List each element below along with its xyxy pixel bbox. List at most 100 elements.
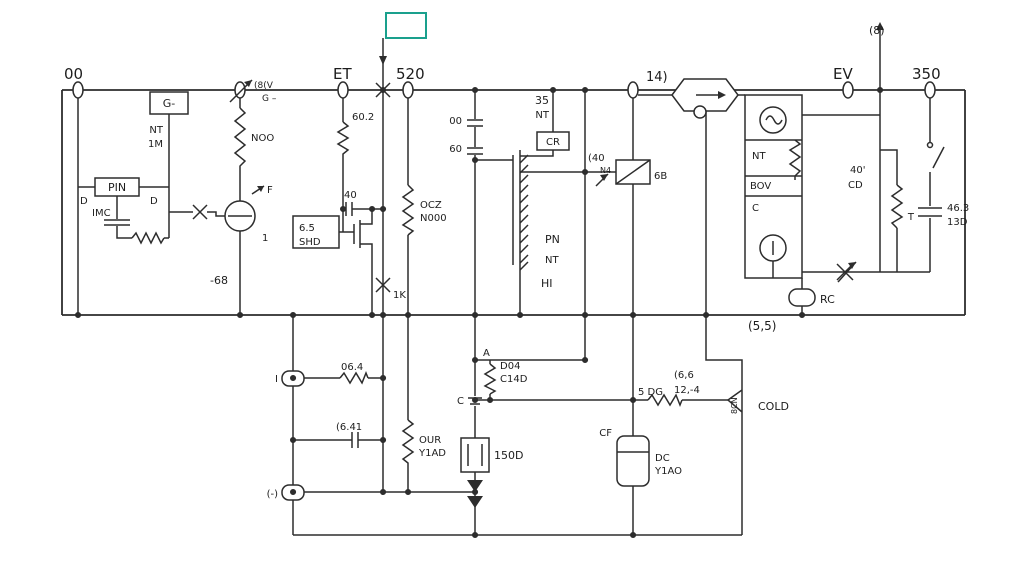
label-1m: 1M (148, 139, 163, 150)
label-d-right: D (150, 196, 158, 207)
label-cr: CR (546, 137, 560, 148)
label-f: F (267, 185, 273, 196)
resistor-our (401, 419, 415, 465)
resistor-noo (233, 107, 247, 172)
relay-diagonal (615, 159, 651, 185)
label-a: A (483, 348, 490, 359)
terminal-group (72, 81, 936, 99)
label-pin: PIN (108, 181, 126, 194)
label-8v: (8(V (254, 81, 274, 91)
label-602: 60.2 (352, 112, 374, 123)
label-p60: 60 (449, 144, 462, 155)
label-nt-right: NT (752, 151, 766, 162)
label-t: T (907, 212, 915, 223)
switch-pivot (926, 141, 934, 149)
shd-box (292, 215, 340, 249)
label-nt-mid: NT (535, 110, 549, 121)
label-imc: IMC (92, 208, 111, 219)
label-350: 350 (912, 65, 941, 83)
diode-symbols (467, 480, 483, 508)
label-641: (6.41 (336, 422, 362, 433)
terminal-oval (72, 81, 84, 99)
right-module-dividers (745, 139, 802, 197)
label-bov: BOV (750, 181, 771, 192)
resistor-d04 (483, 363, 497, 395)
terminal-oval (627, 81, 639, 99)
label-40cap: 40 (344, 190, 357, 201)
label-rc: RC (820, 293, 835, 306)
label-d04: D04 (500, 361, 520, 372)
label-c-low: C (457, 396, 464, 407)
label-064: 06.4 (341, 362, 363, 373)
label-one: 1 (262, 233, 268, 244)
pin-box (94, 177, 140, 197)
resistor-ocz (401, 184, 415, 236)
label-gdash: G – (262, 94, 277, 104)
resistor-064 (339, 370, 369, 385)
label-463: 46.3 (947, 203, 969, 214)
terminal-oval (924, 81, 936, 99)
resistor-right (890, 184, 904, 229)
label-neg: (-) (267, 489, 279, 500)
label-520: 520 (396, 65, 425, 83)
label-13d: 13D (947, 217, 968, 228)
terminal-oval (337, 81, 349, 99)
electrolytic-cap (616, 435, 650, 487)
label-cold: COLD (758, 400, 789, 413)
label-124: 12,-4 (674, 385, 700, 396)
right-module-box (744, 94, 803, 279)
rc-box (788, 288, 816, 307)
terminal-oval (402, 81, 414, 99)
misc-symbols (192, 22, 945, 508)
label-pn: PN (545, 233, 560, 246)
label-dc: DC (655, 453, 670, 464)
label-y1ao: Y1AO (654, 466, 682, 477)
label-nt2: NT (545, 255, 559, 266)
label-65: 6.5 (299, 223, 315, 234)
label-n4: N4 (600, 166, 611, 175)
cap-150d-inner (467, 444, 483, 466)
label-neg68: -68 (210, 274, 228, 287)
label-nt-left: NT (149, 125, 163, 136)
label-55: (5,5) (748, 319, 776, 333)
label-8: (8) (869, 24, 885, 37)
label-et: ET (333, 65, 352, 83)
label-i: I (275, 374, 278, 385)
label-8cn: 8CN (730, 397, 739, 414)
junction-dots (75, 87, 884, 538)
cold-bracket (727, 383, 743, 428)
highlight-box (385, 12, 427, 39)
label-6b: 6B (654, 171, 667, 182)
meter-circle-top (759, 106, 787, 134)
label-c14d: C14D (500, 374, 528, 385)
label-cd: CD (848, 180, 863, 191)
cr-box (536, 131, 570, 151)
label-y1ad: Y1AD (418, 448, 446, 459)
label-hi: HI (541, 277, 553, 290)
label-ev: EV (833, 65, 853, 83)
label-ocz: OCZ (420, 200, 442, 211)
label-5dg: 5 DG (638, 387, 663, 398)
label-66: (6,6 (674, 370, 694, 381)
label-cf: CF (599, 428, 612, 439)
resistor-group (131, 107, 904, 465)
meter-circle-top-sine (765, 115, 783, 125)
label-g: G- (163, 97, 176, 110)
label-group: 00 ET 520 14) EV 350 (8) G- NT 1M PIN IM… (64, 24, 969, 500)
label-150d: 150D (494, 449, 523, 462)
label-p00: 00 (449, 116, 462, 127)
label-35: 35 (535, 94, 549, 107)
label-shd: SHD (299, 237, 321, 248)
cap-150d-box (460, 437, 490, 473)
label-40q: 40' (850, 165, 865, 176)
label-14: 14) (646, 70, 668, 85)
label-p40: (40 (588, 153, 605, 164)
label-c-right: C (752, 203, 759, 214)
label-d-left: D (80, 196, 88, 207)
label-our: OUR (419, 435, 441, 446)
resistor-5dg (647, 393, 683, 408)
switch-blade (932, 146, 945, 169)
resistor-602 (336, 121, 350, 158)
